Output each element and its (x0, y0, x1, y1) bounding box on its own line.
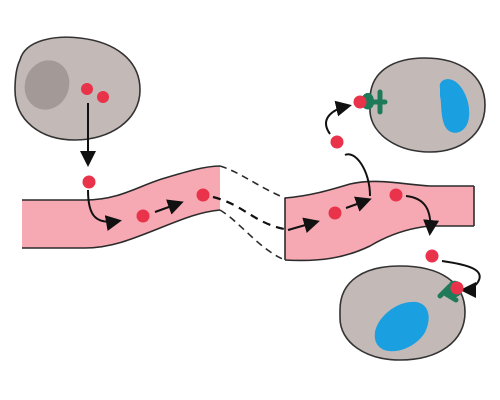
exit-arrow-down (441, 260, 481, 298)
transport-arrow (87, 189, 122, 231)
exit-arrow-up (344, 153, 371, 197)
hormone-dot-icon (353, 95, 367, 109)
exit-arrow-down (405, 195, 440, 236)
hormone-dot-icon (196, 188, 210, 202)
blood-vessel-left-top-edge (22, 165, 221, 201)
blood-vessel-left-bottom-edge (22, 209, 221, 249)
hormone-dot-icon (82, 175, 96, 189)
transport-arrow (154, 199, 184, 215)
transport-arrow (287, 217, 320, 233)
hormone-dot-icon (389, 188, 403, 202)
transport-arrow (345, 196, 372, 212)
target-cell-top-nucleus (439, 79, 470, 133)
hormone-dot-icon (425, 249, 439, 263)
target-cell-top (353, 57, 486, 153)
blood-vessel-left (22, 166, 220, 248)
hormone-dot-icon (81, 83, 93, 95)
exit-arrow-up (325, 100, 352, 135)
hormone-dot-icon (330, 135, 344, 149)
blood-vessel-right-bottom-edge (284, 225, 474, 262)
target-cell-bottom-nucleus (374, 301, 429, 352)
blood-vessel-right (285, 181, 474, 261)
secreting-cell-nucleus (24, 60, 70, 110)
transport-arrow-dashed (212, 195, 291, 232)
hormone-dot-icon (97, 91, 109, 103)
blood-vessel-gap-top (219, 165, 286, 199)
target-cell-bottom (339, 265, 466, 361)
secreting-cell (14, 36, 141, 141)
blood-vessel-gap-bottom (219, 209, 286, 261)
hormone-dot-icon (450, 281, 464, 295)
hormone-dot-icon (328, 206, 342, 220)
hormone-dot-icon (136, 209, 150, 223)
blood-vessel-right-top-edge (284, 180, 474, 199)
